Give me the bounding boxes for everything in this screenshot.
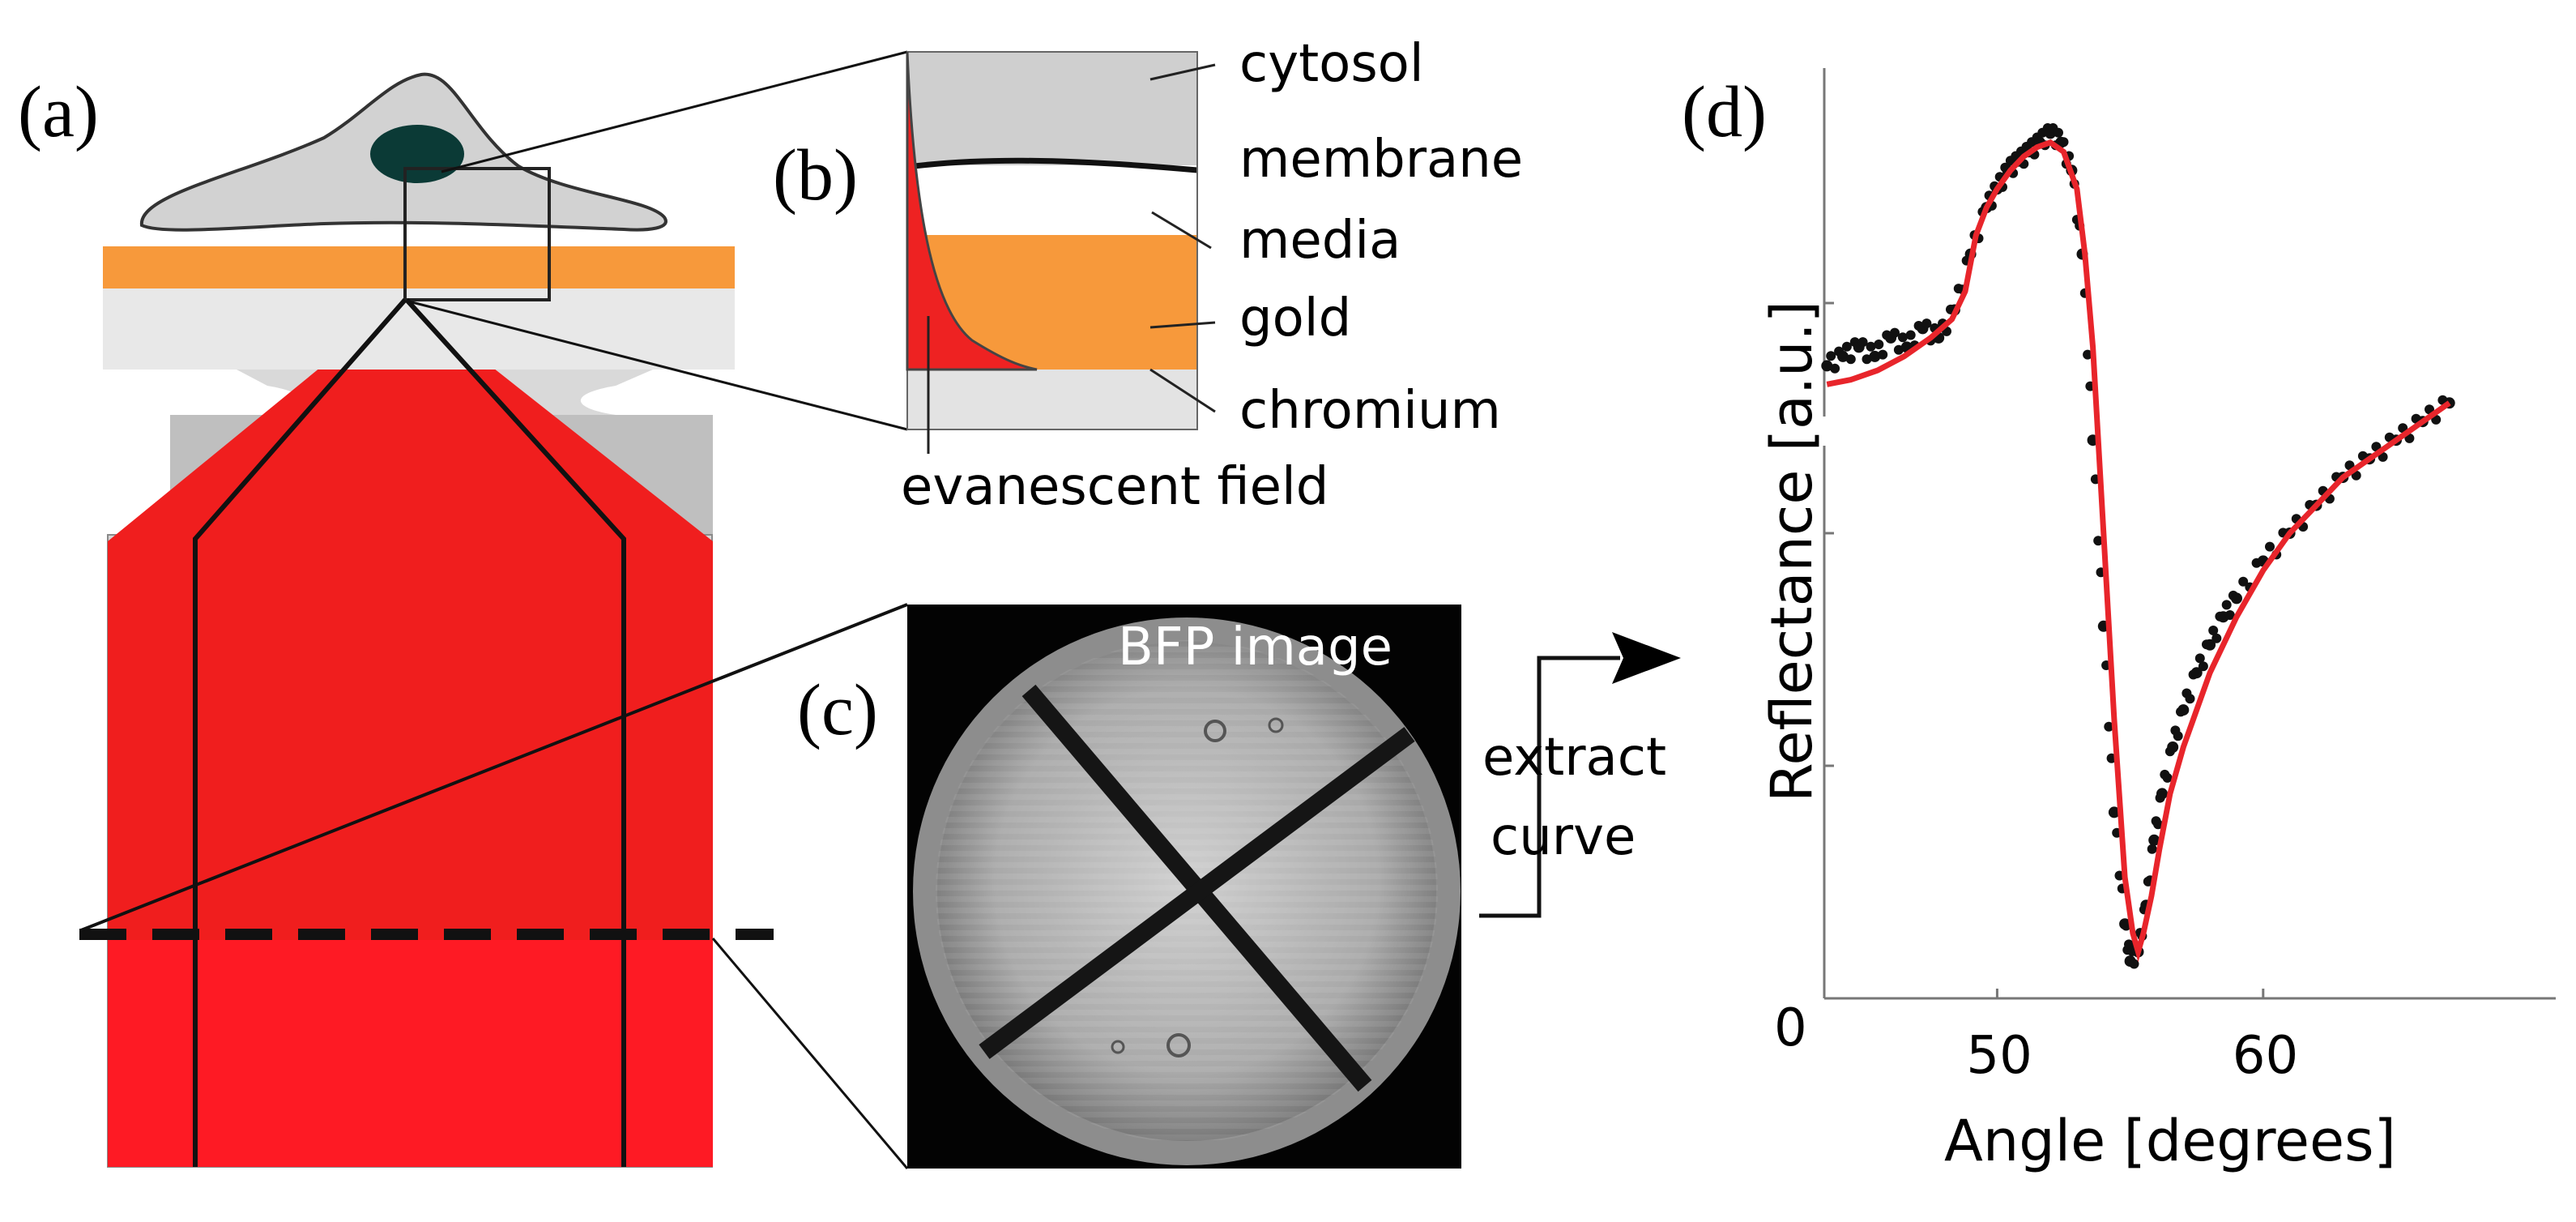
bfp-speck [1111,1040,1125,1054]
layer-media [907,165,1197,235]
bfp-cross-2 [979,727,1415,1059]
membrane-line [906,157,1198,173]
x-axis-label: Angle [degrees] [1944,1108,2396,1174]
data-point [2190,667,2203,679]
data-point [1866,341,1876,352]
data-point [2185,694,2195,704]
data-point [2058,137,2069,147]
x-tick-label: 50 [1966,1026,2032,1086]
extract-bracket [1479,656,1620,918]
data-point [2177,704,2190,716]
data-point [1830,363,1840,374]
layer-chromium [907,370,1197,429]
data-point [1874,340,1884,349]
data-point [1921,318,1932,329]
panel-a: (a) [18,50,909,1169]
panel-c: (c) BFP image extract curve [797,605,1681,1169]
data-point [2221,600,2232,610]
data-point [2194,653,2205,664]
data-point [2129,959,2139,969]
data-points [1821,123,2455,969]
panel-c-label: (c) [797,670,878,750]
data-point [2054,127,2063,138]
data-point [1869,350,1881,362]
gold-layer [103,246,735,288]
data-point [1837,350,1849,362]
data-point [1857,337,1868,348]
data-point [2083,349,2093,360]
label-media: media [1239,211,1401,271]
data-point [2156,788,2168,800]
glass-slide [103,288,735,370]
extract-label-line1: extract [1482,728,1666,788]
leader-media [1151,211,1212,250]
zoom-connector-top [441,50,908,173]
data-point [2198,661,2208,672]
data-point [2153,819,2164,830]
extract-label-line2: curve [1491,807,1636,867]
panel-d-label: (d) [1682,72,1767,152]
data-point [1905,330,1916,340]
data-point [1897,332,1908,343]
data-point [1821,360,1833,372]
data-point [2265,541,2275,552]
data-point [2162,772,2173,783]
leader-cytosol [1149,63,1216,81]
data-point [2211,633,2222,643]
cell-nucleus [370,125,464,183]
data-point [2167,741,2179,753]
label-evanescent: evanescent field [901,457,1329,517]
data-point [2238,576,2249,587]
label-chromium: chromium [1239,381,1501,441]
zoom-box [403,167,551,301]
data-point [1841,341,1852,352]
beam-lower-tint [108,940,713,1167]
label-membrane: membrane [1239,130,1523,190]
ray-left [193,298,407,1167]
data-point [2173,731,2183,741]
y-axis-label: Reflectance [a.u.] [1759,301,1825,802]
panel-d: (d) 50 60 0 Angle [degrees] Reflectance [… [1682,68,2556,1174]
data-point [2208,626,2219,635]
extract-arrow-head [1612,632,1681,684]
ray-right [404,297,626,1167]
label-gold: gold [1239,288,1351,348]
layer-cytosol [907,52,1197,165]
data-point [1845,354,1856,365]
data-point [2108,806,2120,818]
leader-gold [1149,321,1216,329]
label-cytosol: cytosol [1239,34,1424,94]
leader-chromium [1149,368,1216,413]
data-point [2224,610,2235,620]
data-point [1826,351,1836,361]
bfp-speck [1204,720,1226,742]
data-point [1878,349,1888,360]
data-point [2231,592,2242,605]
data-point [1890,327,1900,338]
bfp-speck [1166,1033,1191,1058]
x-ticks: 50 60 [1966,989,2298,1086]
evanescent-field [906,51,1038,371]
bfp-connector-top [80,603,908,932]
bfp-connector-bottom [711,938,909,1169]
x-tick-label: 60 [2233,1026,2298,1086]
bfp-speck [1268,717,1284,733]
panel-b: (b) cytosol membrane media gold chromium… [773,34,1523,517]
data-point [2147,844,2157,854]
data-point [2204,639,2216,651]
data-point [2093,536,2104,546]
bfp-title: BFP image [1118,617,1392,677]
data-point [2148,834,2160,846]
panel-b-label: (b) [773,135,858,216]
data-point [2104,721,2114,732]
y-tick-label-0: 0 [1774,998,1807,1058]
panel-a-label: (a) [18,72,99,152]
reflectance-chart: 50 60 0 Angle [degrees] Reflectance [a.u.… [1759,68,2556,1174]
zoom-connector-bottom [408,300,908,431]
fit-curve [1826,139,2451,963]
